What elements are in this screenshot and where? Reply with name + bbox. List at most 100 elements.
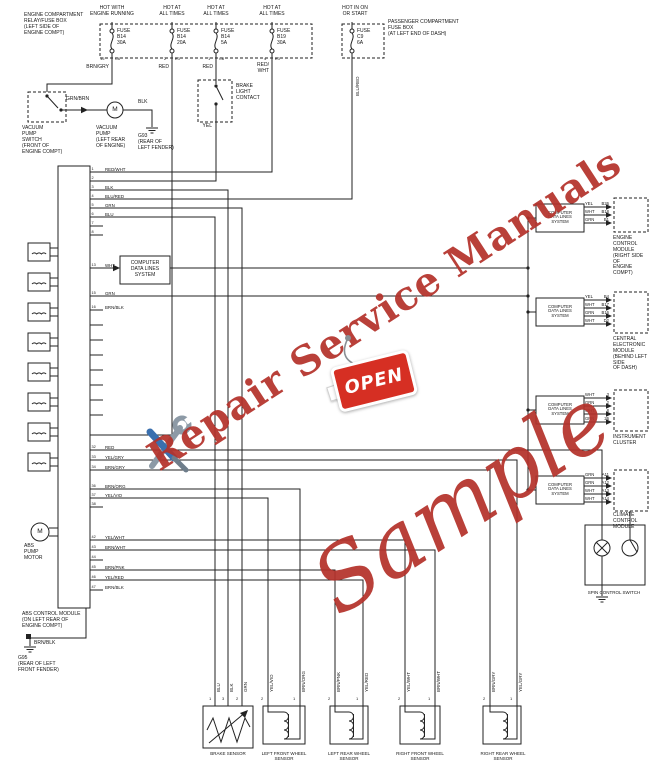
pin-color: BRN/WHT (105, 545, 126, 550)
row-terminal: A14 (601, 495, 609, 501)
diagram-label: HOT IN ON OR START (342, 5, 368, 17)
row-wire-color: GRN (585, 415, 595, 421)
diagram-label: HOT AT ALL TIMES (259, 5, 285, 17)
row-terminal: B16 (601, 309, 609, 315)
row-wire-color: WHT (585, 487, 595, 493)
diagram-label: C8 (219, 56, 225, 61)
pin-color: BRN/ORG (105, 484, 126, 489)
diagram-label: BRAKE SENSOR (210, 751, 246, 756)
pin-number: 16 (91, 305, 96, 309)
pin-color: BRN/GRY (105, 465, 125, 470)
diagram-label: 2 (164, 56, 167, 61)
pin-number: 34 (91, 465, 96, 469)
diagram-label: ENGINE CONTROL MODULE (RIGHT SIDE OF ENG… (613, 235, 644, 277)
diagram-label: CLIMATE CONTROL MODULE (613, 512, 638, 530)
diagram-label: FUSE C9 6A (357, 28, 371, 46)
dashed-enclosures (27, 23, 649, 512)
diagram-label: M (37, 528, 43, 535)
pin-number: 36 (91, 484, 96, 488)
row-terminal: 26 (604, 415, 609, 421)
row-wire-color: WHT (585, 391, 595, 397)
pin-number: 6 (91, 212, 94, 216)
pin-color: BRN/BLK (105, 305, 124, 310)
diagram-label: ABS PUMP MOTOR (24, 543, 43, 561)
diagram-label: HOT AT ALL TIMES (159, 5, 185, 17)
wire-arrow (606, 212, 612, 218)
pin-color: YEL/WHT (105, 535, 125, 540)
diagram-label: FUSE B14 5A (221, 28, 235, 46)
diagram-label: LEFT FRONT WHEEL SENSOR (261, 751, 307, 762)
diagram-label: RED (158, 64, 169, 70)
wire-arrow (606, 411, 612, 417)
open-sign-watermark: OPEN (326, 332, 422, 424)
diagram-label: INSTRUMENT CLUSTER (613, 434, 646, 446)
row-wire-color: GRN (585, 479, 595, 485)
pin-color: BLU (105, 212, 114, 217)
wire-arrow (606, 491, 612, 497)
vertical-wire-label: BLK (229, 683, 234, 692)
diagram-label: COMPUTER DATA LINES SYSTEM (130, 260, 160, 278)
diagram-label: BRN/BLK (34, 640, 56, 646)
diagram-label: PASSENGER COMPARTMENT FUSE BOX (AT LEFT … (388, 19, 459, 37)
diagram-label: ABS CONTROL MODULE (ON LEFT REAR OF ENGI… (22, 611, 81, 629)
diagram-label: 2 (236, 696, 239, 701)
row-wire-color: WHT (585, 208, 595, 214)
pin-color: RED/WHT (105, 167, 126, 172)
diagram-label: SPIN CONTROL SWITCH (587, 590, 641, 595)
row-terminal: B1 (603, 216, 609, 222)
diagram-label: 1 (208, 56, 211, 61)
row-terminal: B18 (601, 208, 609, 214)
diagram-label: 2 (261, 696, 264, 701)
pin-color: BLK (105, 185, 114, 190)
pin-number: 1 (91, 167, 94, 171)
row-terminal: D2 (603, 317, 609, 323)
row-terminal: B17 (601, 301, 609, 307)
diagram-label: 2 (483, 696, 486, 701)
pin-number: 44 (91, 555, 96, 559)
row-terminal: 8 (606, 407, 609, 413)
row-wire-color: GRN (585, 309, 595, 315)
component-boxes (30, 101, 646, 749)
row-terminal: B4 (603, 293, 609, 299)
data-lines-box (535, 203, 585, 233)
diagram-label: CENTRAL ELECTRONIC MODULE (BEHIND LEFT S… (613, 336, 648, 372)
pin-number: 38 (91, 502, 96, 506)
diagram-label: VACUUM PUMP (LEFT REAR OF ENGINE) (96, 125, 126, 149)
vertical-wire-label: GRN (243, 682, 248, 692)
diagram-label: FUSE B14 20A (177, 28, 191, 46)
row-wire-color: WHT (585, 407, 595, 413)
row-wire-color: GRN (585, 399, 595, 405)
diagram-label: 1 (293, 696, 296, 701)
pin-number: 8 (91, 230, 94, 234)
wire-arrow (606, 499, 612, 505)
diagram-label: HOT WITH ENGINE RUNNING (90, 5, 134, 17)
diagram-label: 2 (328, 696, 331, 701)
diagram-label: 15 (100, 56, 105, 61)
row-wire-color: WHT (585, 317, 595, 323)
wire-arrow (606, 297, 612, 303)
row-terminal: A13 (601, 487, 609, 493)
diagram-label: FUSE B19 30A (277, 28, 291, 46)
wire-arrow (606, 419, 612, 425)
pin-number: 45 (91, 565, 96, 569)
diagram-label: BLK (138, 99, 148, 105)
wire-arrow (606, 305, 612, 311)
wire-arrow (606, 395, 612, 401)
data-lines-label: COMPUTER DATA LINES SYSTEM (548, 401, 572, 417)
diagram-label: 2 (398, 696, 401, 701)
junction-dots (26, 84, 530, 718)
pin-number: 3 (91, 185, 94, 189)
diagram-label: E3 (175, 56, 180, 61)
wire-arrow (606, 204, 612, 210)
pin-number: 5 (91, 203, 94, 207)
diagram-label: E3 (275, 56, 280, 61)
pin-number: 13 (91, 263, 96, 267)
row-wire-color: WHT (585, 495, 595, 501)
pin-color: BRN/BLK (105, 585, 124, 590)
row-terminal: 2 (606, 399, 609, 405)
diagram-label: VACUUM PUMP SWITCH (FRONT OF ENGINE COMP… (22, 125, 63, 155)
tools-watermark-icon (146, 412, 197, 473)
vertical-wire-label: YEL/WHT (406, 671, 411, 692)
row-wire-color: YEL (585, 200, 593, 206)
